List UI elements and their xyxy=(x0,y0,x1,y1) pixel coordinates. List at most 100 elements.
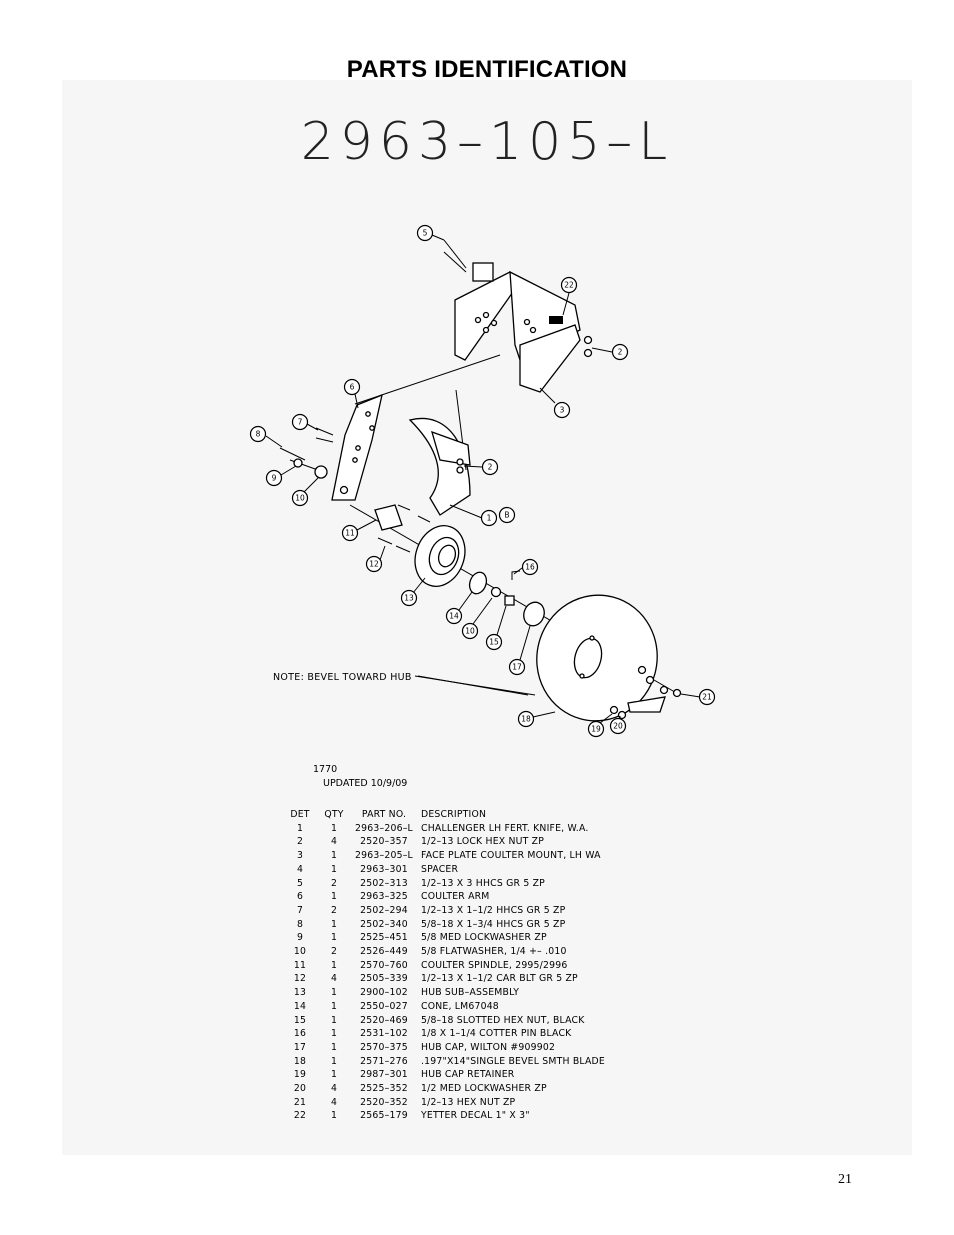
header-description: DESCRIPTION xyxy=(421,809,487,820)
svg-text:8: 8 xyxy=(256,430,261,439)
row-description: YETTER DECAL 1" X 3" xyxy=(421,1110,530,1122)
row-qty: 1 xyxy=(330,1014,338,1026)
row-part-no: 2525–352 xyxy=(360,1083,408,1095)
row-det: 13 xyxy=(293,987,307,999)
row-det: 15 xyxy=(293,1014,307,1026)
row-qty: 2 xyxy=(330,904,338,916)
row-part-no: 2525–451 xyxy=(360,932,408,944)
callout-13: 13 xyxy=(400,577,426,607)
row-part-no: 2565–179 xyxy=(360,1110,408,1122)
row-part-no: 2531–102 xyxy=(360,1028,408,1040)
callout-10: 10 xyxy=(291,477,319,507)
row-description: SPACER xyxy=(421,863,459,875)
coulter-blade xyxy=(536,594,658,722)
svg-text:13: 13 xyxy=(404,594,414,603)
row-description: 1/2 MED LOCKWASHER ZP xyxy=(421,1083,547,1095)
callout-5: 5 xyxy=(416,224,445,242)
svg-text:10: 10 xyxy=(465,627,475,636)
note-leader xyxy=(417,675,529,696)
svg-text:16: 16 xyxy=(525,563,535,572)
row-qty: 1 xyxy=(330,987,338,999)
svg-text:9: 9 xyxy=(272,474,277,483)
row-det: 19 xyxy=(293,1069,307,1081)
parts-table-header: DET QTY PART NO. DESCRIPTION xyxy=(283,808,621,822)
callout-12: 12 xyxy=(365,545,386,573)
callout-10b: 10 xyxy=(461,597,493,640)
svg-text:21: 21 xyxy=(702,693,712,702)
bearing-hardware xyxy=(468,570,545,627)
row-part-no: 2570–375 xyxy=(360,1041,408,1053)
row-det: 8 xyxy=(296,918,304,930)
svg-text:7: 7 xyxy=(298,418,303,427)
row-det: 14 xyxy=(293,1000,307,1012)
updated-date: UPDATED 10/9/09 xyxy=(323,778,408,789)
callout-3: 3 xyxy=(539,387,571,419)
row-qty: 1 xyxy=(330,918,338,930)
callout-21: 21 xyxy=(680,688,716,706)
svg-text:17: 17 xyxy=(512,663,522,672)
svg-text:6: 6 xyxy=(350,383,355,392)
row-det: 3 xyxy=(296,850,304,862)
row-qty: 1 xyxy=(330,1000,338,1012)
row-qty: 1 xyxy=(330,932,338,944)
svg-text:1: 1 xyxy=(487,514,492,523)
row-description: HUB SUB–ASSEMBLY xyxy=(421,987,520,999)
row-description: CONE, LM67048 xyxy=(421,1000,499,1012)
model-number: 1770 xyxy=(313,764,338,775)
row-part-no: 2571–276 xyxy=(360,1055,408,1067)
page-title: PARTS IDENTIFICATION xyxy=(346,56,628,83)
svg-text:19: 19 xyxy=(591,725,601,734)
retainer-and-nuts xyxy=(609,665,682,720)
row-qty: 1 xyxy=(330,822,338,834)
row-part-no: 2520–352 xyxy=(360,1096,408,1108)
svg-text:B: B xyxy=(504,511,509,520)
callout-22: 22 xyxy=(560,276,578,316)
row-description: CHALLENGER LH FERT. KNIFE, W.A. xyxy=(421,822,589,834)
callout-19: 19 xyxy=(587,713,613,738)
header-part-no: PART NO. xyxy=(361,809,407,820)
row-qty: 1 xyxy=(330,1069,338,1081)
row-part-no: 2520–357 xyxy=(360,836,408,848)
svg-text:15: 15 xyxy=(489,638,499,647)
callout-2b: 2 xyxy=(463,458,499,476)
svg-text:2: 2 xyxy=(488,463,493,472)
spindle-and-bolts xyxy=(374,504,431,553)
callout-16: 16 xyxy=(513,558,539,576)
row-description: HUB CAP, WILTON #909902 xyxy=(421,1041,556,1053)
row-description: COULTER ARM xyxy=(421,891,490,903)
row-description: 5/8 FLATWASHER, 1/4 +– .010 xyxy=(421,946,567,958)
svg-text:10: 10 xyxy=(295,494,305,503)
row-part-no: 2963–301 xyxy=(360,863,408,875)
row-description: 5/8–18 X 1–3/4 HHCS GR 5 ZP xyxy=(421,918,566,930)
row-description: .197"X14"SINGLE BEVEL SMTH BLADE xyxy=(421,1055,605,1067)
row-description: 1/8 X 1–1/4 COTTER PIN BLACK xyxy=(421,1028,572,1040)
row-det: 20 xyxy=(293,1083,307,1095)
row-det: 6 xyxy=(296,891,304,903)
svg-text:12: 12 xyxy=(369,560,379,569)
row-description: 5/8 MED LOCKWASHER ZP xyxy=(421,932,547,944)
bolts-5 xyxy=(443,239,467,273)
header-qty: QTY xyxy=(324,809,344,820)
row-det: 12 xyxy=(293,973,307,985)
row-part-no: 2963–205–L xyxy=(355,850,413,862)
row-det: 9 xyxy=(296,932,304,944)
svg-text:14: 14 xyxy=(449,612,459,621)
callout-balloons: 5 22 2 3 6 7 8 9 10 2 1 B 11 12 13 16 14… xyxy=(249,224,716,738)
row-description: FACE PLATE COULTER MOUNT, LH WA xyxy=(421,850,601,862)
row-det: 11 xyxy=(293,959,307,971)
row-description: 1/2–13 LOCK HEX NUT ZP xyxy=(421,836,545,848)
small-hardware xyxy=(279,335,593,479)
